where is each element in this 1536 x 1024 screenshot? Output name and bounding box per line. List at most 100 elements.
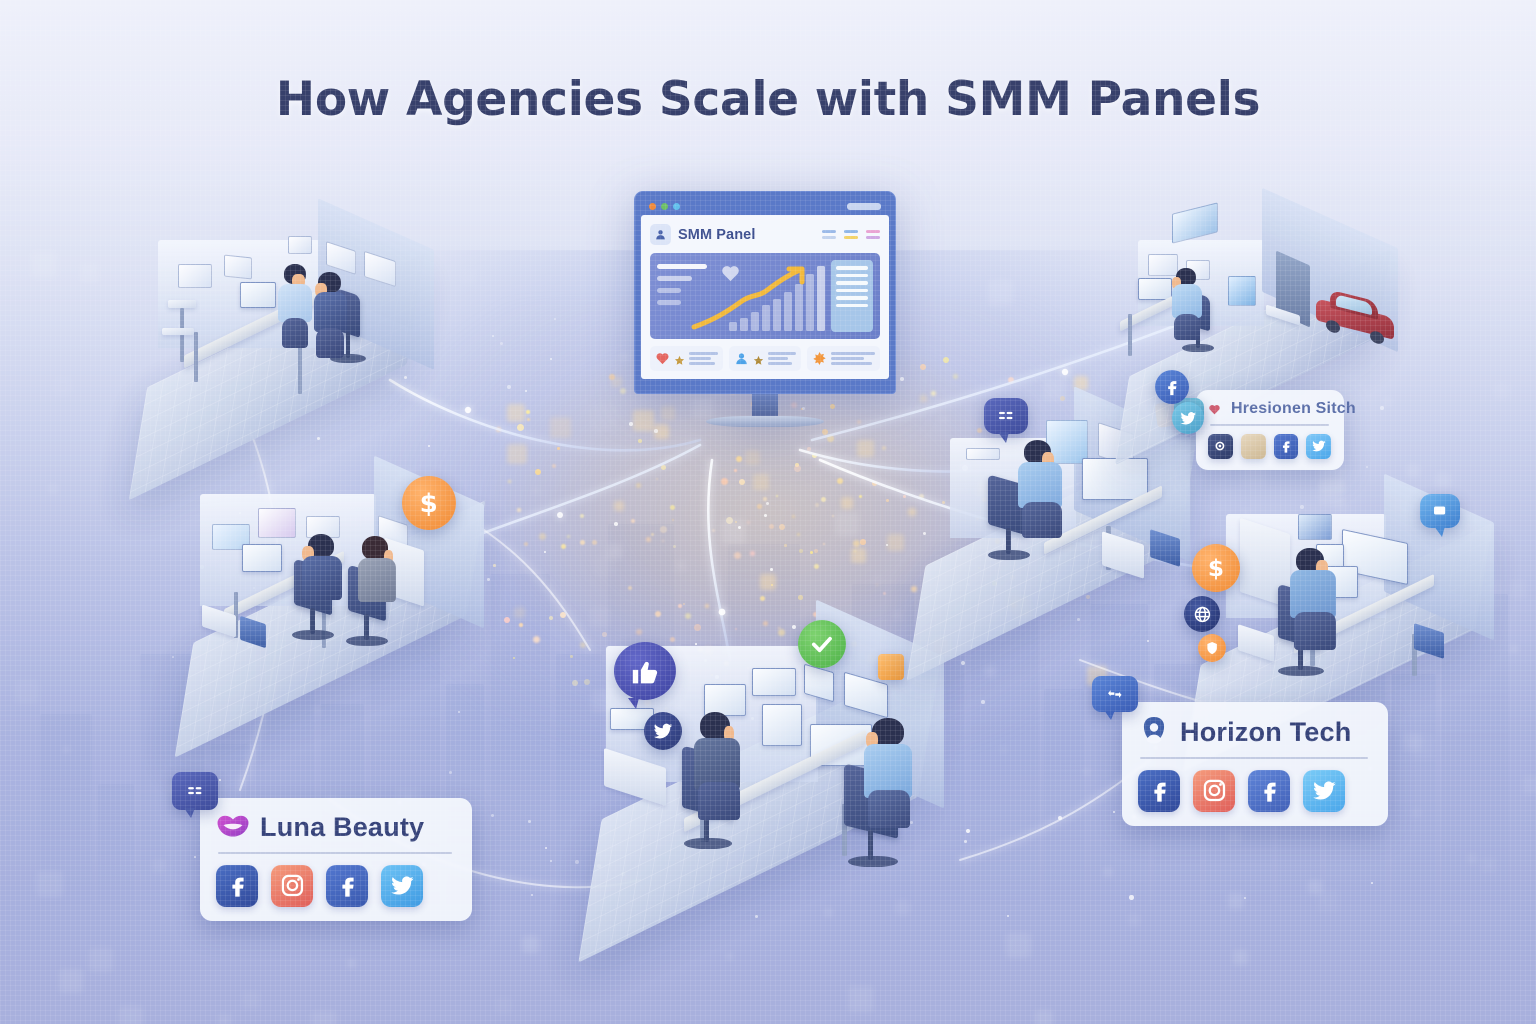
thumbs-up-icon: [632, 661, 658, 684]
traffic-light-blue[interactable]: [673, 203, 680, 210]
wall-panel: [966, 448, 1000, 460]
wall-display: [1172, 202, 1218, 244]
panel-header: SMM Panel: [650, 224, 880, 245]
instagram-icon[interactable]: [1208, 433, 1233, 459]
twitter-chip: [1172, 402, 1204, 434]
wall-logo: [1228, 276, 1256, 306]
svg-text:$: $: [1208, 555, 1224, 582]
orange-square-badge: [878, 654, 904, 680]
chat-lines-tag: [172, 772, 218, 818]
message-icon: [1434, 507, 1446, 515]
wall-screen: [704, 684, 746, 716]
luna-beauty-card[interactable]: Luna Beauty: [172, 772, 472, 921]
panel-screen: SMM Panel: [641, 215, 889, 379]
wall-poster: [288, 236, 312, 254]
shield-icon: [1207, 641, 1217, 655]
chart-legend-lines: [657, 260, 707, 332]
twitter-icon[interactable]: [381, 864, 423, 907]
wall-art: [1298, 514, 1332, 540]
client-storefront-top-right: [1114, 187, 1416, 466]
monitor-body: SMM Panel: [634, 191, 896, 394]
user-badge-icon: [1138, 716, 1170, 748]
desktop-monitor: [242, 544, 282, 572]
lips-icon: [216, 813, 250, 843]
dollar-icon: $: [420, 489, 438, 519]
chart-bars: [713, 260, 825, 332]
growth-arrow-icon: [691, 266, 805, 330]
brand-name-label: Horizon Tech: [1180, 716, 1352, 747]
agency-office-top-left: [128, 198, 458, 501]
twitter-icon: [653, 723, 673, 739]
chat-lines-icon: [999, 411, 1013, 420]
brand-header: Horizon Tech: [1138, 716, 1370, 748]
side-table: [168, 300, 196, 308]
facebook-icon[interactable]: [326, 864, 368, 907]
dollar-badge: $: [402, 476, 456, 530]
titlebar-control[interactable]: [847, 203, 881, 210]
panel-stat-cards: [650, 346, 881, 371]
star-burst-icon: [812, 351, 827, 366]
agency-office-mid-left: $: [174, 455, 516, 758]
facebook-chip: [1155, 370, 1189, 404]
panel-growth-chart: [650, 253, 880, 339]
instagram-icon[interactable]: [1193, 769, 1235, 812]
chat-bubble: [1420, 494, 1460, 537]
facebook-icon[interactable]: [1248, 769, 1290, 812]
brand-header: Luna Beauty: [216, 812, 454, 843]
panel-header-marks: [822, 230, 880, 239]
horizon-tech-card[interactable]: Horizon Tech: [1092, 676, 1388, 826]
share-icon: [1108, 690, 1122, 698]
heart-icon: [720, 263, 741, 282]
client-office-bottom-right: $: [1183, 473, 1516, 772]
user-icon: [650, 224, 671, 245]
card-divider: [218, 852, 452, 854]
client-office-mid-right: [906, 386, 1226, 681]
dollar-badge: $: [1192, 544, 1240, 592]
brand-name-label: Hresionen Sitch: [1231, 400, 1356, 417]
wall-poster: [178, 264, 212, 288]
twitter-bubble: [644, 712, 682, 750]
stat-card-likes[interactable]: [650, 346, 723, 371]
facebook-icon[interactable]: [1138, 769, 1180, 812]
facebook-icon[interactable]: [216, 864, 258, 907]
wall-poster: [258, 508, 296, 538]
traffic-light-green[interactable]: [661, 203, 668, 210]
wall-screen: [762, 704, 802, 746]
stat-card-followers[interactable]: [728, 346, 802, 371]
third-client-card[interactable]: Hresionen Sitch: [1174, 390, 1356, 470]
desktop-monitor: [1138, 278, 1172, 300]
dollar-icon: $: [1208, 555, 1224, 582]
panel-title: SMM Panel: [678, 226, 756, 243]
star-icon: [753, 353, 764, 365]
thumbs-up-bubble: [614, 642, 676, 709]
traffic-light-orange[interactable]: [649, 203, 656, 210]
heart-icon: [1208, 403, 1221, 415]
star-icon: [674, 353, 685, 365]
page-title: How Agencies Scale with SMM Panels: [275, 72, 1261, 127]
blank-icon[interactable]: [1240, 433, 1266, 459]
window-titlebar: [641, 198, 889, 215]
shield-badge: [1198, 634, 1226, 662]
wall-screen: [752, 668, 796, 696]
social-icon-row: [216, 864, 454, 907]
card-divider: [1140, 757, 1368, 759]
twitter-icon[interactable]: [1306, 433, 1331, 459]
share-tag: [1092, 676, 1138, 720]
wall-screen: [1148, 254, 1178, 276]
globe-icon: [1194, 606, 1210, 622]
facebook-icon[interactable]: [1273, 433, 1299, 459]
twitter-icon[interactable]: [1303, 769, 1345, 812]
chart-side-card: [831, 260, 873, 332]
wall-poster: [224, 254, 252, 280]
laptop-screen: [1082, 458, 1148, 500]
user-icon: [734, 351, 749, 366]
social-icon-row: [1138, 769, 1370, 812]
card-divider: [1210, 424, 1329, 426]
central-smm-panel-monitor[interactable]: SMM Panel: [634, 191, 896, 427]
globe-badge: [1184, 596, 1220, 632]
instagram-icon[interactable]: [271, 864, 313, 907]
heart-icon: [655, 351, 670, 366]
chat-lines-icon: [188, 787, 202, 795]
stat-card-engagement[interactable]: [807, 346, 881, 371]
